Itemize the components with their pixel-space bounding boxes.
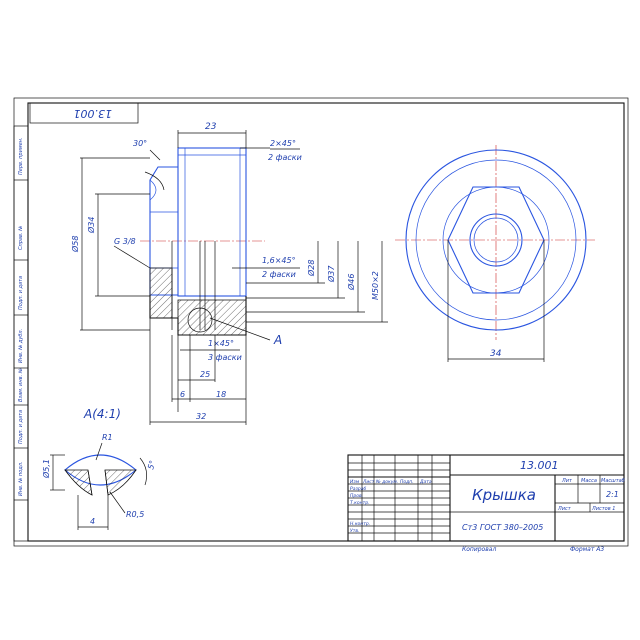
- tb-hdr-doc: № докум.: [375, 479, 398, 485]
- dim-18: 18: [216, 390, 226, 399]
- dim-25: 25: [200, 370, 210, 379]
- side-strip: Перв. примен. Справ. № Подп. и дата Инв.…: [13, 125, 29, 542]
- side-label-3: Подп. и дата: [18, 276, 24, 310]
- tb-scale: 2:1: [606, 490, 619, 499]
- dim-4: 4: [90, 517, 95, 526]
- footer-copied: Копировал: [462, 546, 496, 553]
- tb-col-scale: Масштаб: [601, 478, 625, 484]
- dim-32: 32: [196, 412, 206, 421]
- dim-1x45: 1×45°: [208, 339, 234, 348]
- label-a: А: [273, 333, 282, 347]
- tb-col-sheets: Листов 1: [591, 506, 615, 512]
- footer-format: Формат А3: [570, 546, 604, 553]
- tb-role-nkontr: Н.контр.: [350, 521, 370, 527]
- tb-role-razrab: Разраб: [350, 486, 366, 492]
- side-label-2: Справ. №: [18, 226, 24, 250]
- tb-role-tkontr: Т.контр.: [350, 500, 370, 506]
- dim-23: 23: [205, 122, 217, 132]
- dim-phi58: Ø58: [70, 236, 80, 253]
- tb-role-prov: Пров.: [350, 493, 363, 499]
- dim-phi34: Ø34: [86, 217, 96, 234]
- tb-col-mass: Масса: [581, 478, 597, 484]
- tb-role-utv: Утв.: [350, 528, 359, 534]
- tb-col-lit: Лит: [561, 478, 573, 484]
- dim-r1: R1: [102, 433, 113, 442]
- dim-34: 34: [490, 349, 502, 359]
- tb-hdr-sign: Подп.: [400, 479, 414, 485]
- tb-code: 13.001: [520, 459, 559, 472]
- dim-r05: R0,5: [126, 510, 144, 519]
- dim-16x45: 1,6×45°: [262, 256, 296, 265]
- side-label-7: Инв. № подл.: [18, 462, 24, 497]
- side-label-1: Перв. примен.: [18, 137, 24, 175]
- side-label-5: Взам. инв. №: [18, 368, 24, 402]
- tb-title: Крышка: [472, 486, 536, 504]
- dim-6: 6: [180, 390, 185, 399]
- main-view: 23 2×45° 2 фаски 30° Ø58 Ø34 G 3/8 1,6×4…: [70, 122, 388, 425]
- dim-2-chamfers-mid: 2 фаски: [262, 270, 296, 279]
- side-label-4: Инв. № дубл.: [18, 329, 24, 363]
- tb-col-sheet: Лист: [557, 506, 572, 512]
- tb-hdr-date: Дата: [419, 479, 432, 485]
- dim-g38: G 3/8: [114, 237, 136, 246]
- tb-material: Ст3 ГОСТ 380–2005: [462, 523, 543, 532]
- dim-phi37: Ø37: [326, 265, 336, 283]
- dim-2x45: 2×45°: [270, 139, 296, 148]
- tb-hdr-izm: Изм: [350, 479, 360, 485]
- rotated-code: 13.001: [74, 107, 113, 120]
- end-view: 34: [395, 145, 595, 362]
- detail-a-circle: [187, 307, 213, 333]
- rotated-code-box: [29, 102, 139, 124]
- dim-phi51: Ø5,1: [41, 459, 51, 479]
- dim-phi46: Ø46: [346, 274, 356, 291]
- dim-3-chamfers: 3 фаски: [208, 353, 242, 362]
- detail-a-view: А(4:1) R1 R0,5 Ø5,1 4 5°: [41, 407, 157, 530]
- dim-phi28: Ø28: [306, 260, 316, 277]
- side-label-6: Подп. и дата: [18, 410, 24, 444]
- detail-title: А(4:1): [83, 407, 121, 421]
- dim-2-chamfers-top: 2 фаски: [268, 153, 302, 162]
- dim-5deg: 5°: [146, 459, 157, 470]
- dim-m50x2: M50×2: [371, 271, 380, 300]
- tb-hdr-list: Лист: [362, 479, 375, 485]
- dim-30deg: 30°: [133, 139, 147, 148]
- title-block: Изм Лист № докум. Подп. Дата Разраб Пров…: [347, 454, 625, 542]
